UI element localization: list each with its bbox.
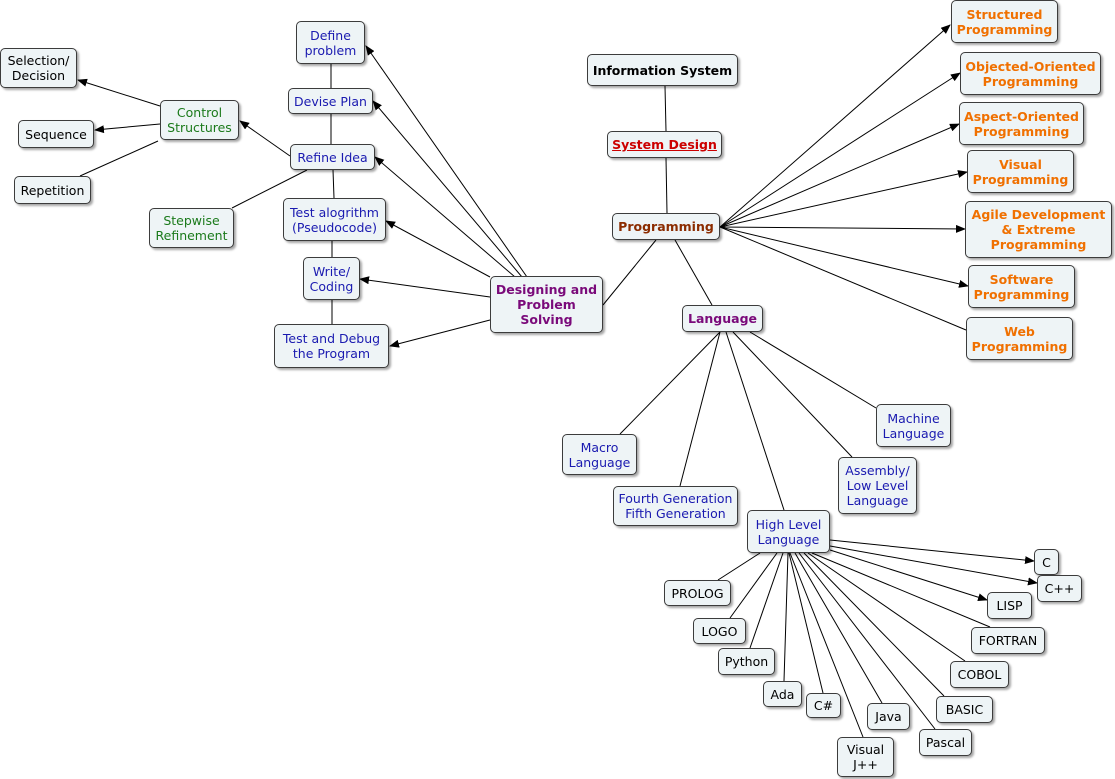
node-lang-csharp[interactable]: C# [806,693,841,718]
edge-high-level-visual-jpp [789,552,864,738]
node-lang-java[interactable]: Java [867,703,910,730]
edge-programming-software [719,226,969,288]
node-lang-cpp[interactable]: C++ [1037,575,1082,602]
node-lang-c[interactable]: C [1034,549,1059,575]
edge-designing-devise-plan [372,100,523,278]
edge-programming-language [674,239,713,306]
node-assembly-language[interactable]: Assembly/ Low Level Language [838,457,917,514]
node-high-level-language[interactable]: High Level Language [747,510,830,553]
edge-control-repetition [79,140,159,177]
edge-high-level-lisp [829,549,988,602]
node-system-design[interactable]: System Design [607,131,722,158]
edge-control-selection [77,78,161,107]
edge-programming-agile [719,224,966,233]
edge-programming-structured [719,24,951,228]
node-object-oriented-programming[interactable]: Objected-Oriented Programming [960,52,1101,95]
edge-designing-test-algorithm [385,220,491,278]
node-sequence[interactable]: Sequence [18,120,94,148]
node-aspect-oriented-programming[interactable]: Aspect-Oriented Programming [959,102,1084,145]
edge-high-level-cpp [829,545,1038,586]
edge-high-level-pascal [798,552,936,730]
node-lang-pascal[interactable]: Pascal [919,729,972,756]
node-test-algorithm[interactable]: Test alogrithm (Pseudocode) [283,198,386,241]
node-lang-fortran[interactable]: FORTRAN [971,627,1045,654]
node-define-problem[interactable]: Define problem [296,21,365,64]
edge-designing-test-debug [389,319,491,348]
edge-information-system-system-design [664,85,667,132]
edge-refine-test-algorithm [332,169,335,199]
edge-high-level-ada [783,552,789,682]
edge-high-level-python [749,552,784,649]
edge-high-level-csharp [788,552,824,694]
edge-high-level-prolog [717,552,761,581]
node-lang-visual-jpp[interactable]: Visual J++ [837,737,894,777]
node-lang-ada[interactable]: Ada [763,681,802,707]
node-fourth-fifth-generation[interactable]: Fourth Generation Fifth Generation [613,486,738,526]
edge-programming-designing [602,239,657,306]
node-visual-programming[interactable]: Visual Programming [967,150,1074,193]
node-control-structures[interactable]: Control Structures [160,100,239,140]
node-refine-idea[interactable]: Refine Idea [290,144,375,170]
edge-high-level-java [794,552,883,704]
edge-high-level-cobol [807,552,966,662]
edge-refine-stepwise [231,169,308,209]
node-test-debug[interactable]: Test and Debug the Program [274,324,389,368]
node-lang-prolog[interactable]: PROLOG [664,580,731,606]
edge-language-high-level [725,331,785,511]
edge-high-level-basic [803,552,945,697]
edge-designing-refine-idea [374,156,516,278]
node-repetition[interactable]: Repetition [14,176,91,204]
edge-language-macro [619,331,721,435]
node-lang-python[interactable]: Python [718,648,775,675]
node-selection-decision[interactable]: Selection/ Decision [0,48,77,88]
node-stepwise-refinement[interactable]: Stepwise Refinement [149,208,234,248]
edge-programming-object-oriented [719,72,961,228]
edge-language-assembly [732,331,853,458]
node-lang-basic[interactable]: BASIC [936,696,993,723]
edge-high-level-logo [729,552,778,619]
node-structured-programming[interactable]: Structured Programming [951,0,1058,43]
node-macro-language[interactable]: Macro Language [562,434,637,475]
node-machine-language[interactable]: Machine Language [876,404,951,447]
edge-system-design-programming [665,157,668,214]
edge-programming-web [719,226,967,331]
node-lang-lisp[interactable]: LISP [987,592,1032,619]
edge-programming-visual [719,170,968,228]
edge-high-level-fortran [811,552,991,628]
node-devise-plan[interactable]: Devise Plan [288,88,373,114]
node-language[interactable]: Language [682,305,763,332]
node-programming[interactable]: Programming [612,213,720,240]
node-agile-development[interactable]: Agile Development & Extreme Programming [965,201,1112,258]
node-software-programming[interactable]: Software Programming [968,265,1075,308]
edge-designing-write-coding [359,276,491,298]
edge-refine-control-structures [239,120,291,157]
edge-language-fourth-fifth [679,331,721,487]
node-lang-logo[interactable]: LOGO [693,618,746,644]
edge-high-level-c [829,539,1035,565]
edge-designing-define-problem [365,45,528,278]
node-designing-problem-solving[interactable]: Designing and Problem Solving [490,276,603,333]
edge-programming-aspect-oriented [719,123,960,228]
node-write-coding[interactable]: Write/ Coding [303,257,360,300]
node-information-system[interactable]: Information System [587,54,738,86]
edge-language-machine [749,331,877,409]
edge-control-sequence [94,123,161,134]
node-web-programming[interactable]: Web Programming [966,317,1073,360]
node-lang-cobol[interactable]: COBOL [950,661,1009,688]
